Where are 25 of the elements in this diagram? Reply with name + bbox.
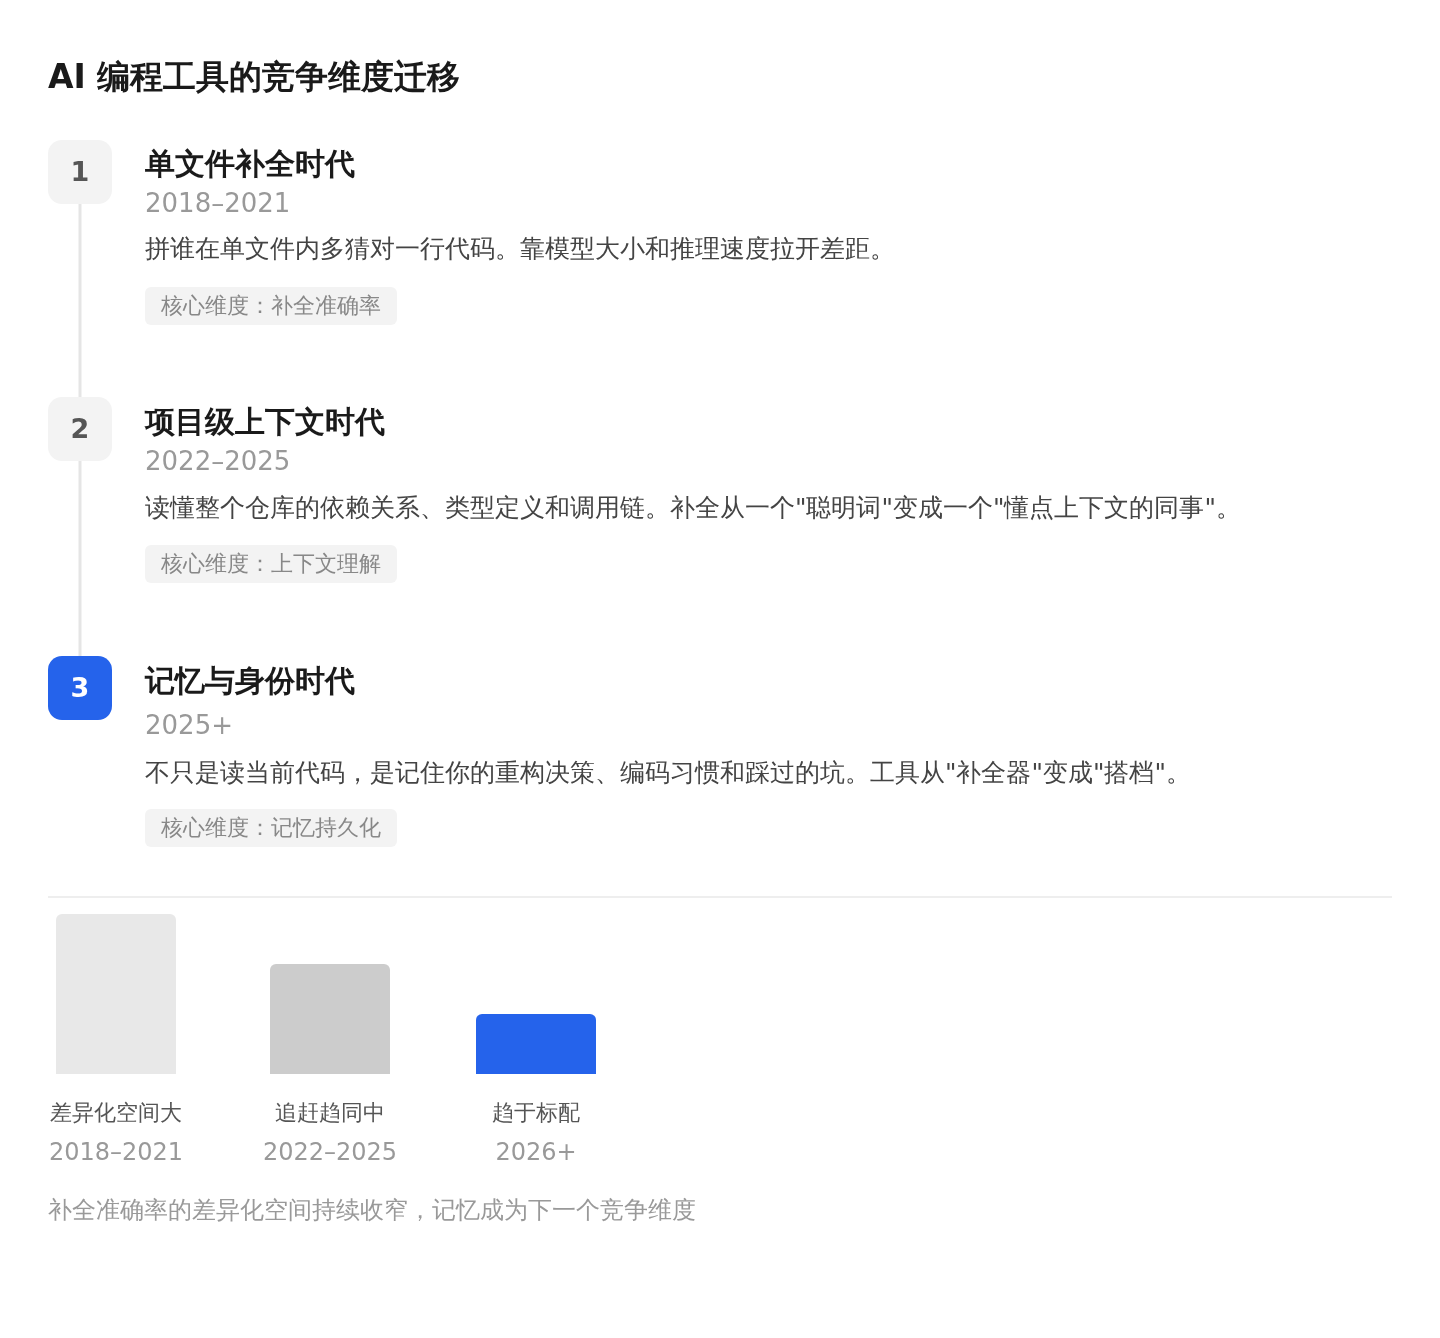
bar (476, 1014, 596, 1074)
bar-label: 差异化空间大 (50, 1098, 182, 1127)
bar-label: 追赶趋同中 (275, 1098, 385, 1127)
step-number-badge: 2 (48, 397, 112, 461)
year-label: 2018–2021 (48, 1136, 184, 1168)
step-description: 拼谁在单文件内多猜对一行代码。靠模型大小和推理速度拉开差距。 (145, 232, 895, 265)
step-heading: 单文件补全时代 (145, 144, 355, 183)
step-heading: 项目级上下文时代 (145, 402, 385, 441)
year-range: 2018–2021 (145, 187, 291, 220)
title: AI 编程工具的竞争维度迁移 (48, 55, 461, 98)
caption: 补全准确率的差异化空间持续收窄，记忆成为下一个竞争维度 (48, 1194, 696, 1226)
dimension-tag: 核心维度：记忆持久化 (145, 809, 397, 847)
step-number-badge: 1 (48, 140, 112, 204)
dimension-tag: 核心维度：上下文理解 (145, 545, 397, 583)
step-number-badge: 3 (48, 656, 112, 720)
step-heading: 记忆与身份时代 (145, 661, 355, 700)
year-label: 2022–2025 (262, 1136, 398, 1168)
year-range: 2022–2025 (145, 445, 291, 478)
step-description: 读懂整个仓库的依赖关系、类型定义和调用链。补全从一个"聪明词"变成一个"懂点上下文的同事"。 (145, 491, 1241, 524)
year-label: 2026+ (495, 1136, 577, 1168)
year-range: 2025+ (145, 709, 233, 742)
dimension-tag: 核心维度：补全准确率 (145, 287, 397, 325)
bar-label: 趋于标配 (492, 1098, 580, 1127)
bar (270, 964, 390, 1074)
step-description: 不只是读当前代码，是记住你的重构决策、编码习惯和踩过的坑。工具从"补全器"变成"搭档"。 (145, 756, 1191, 789)
